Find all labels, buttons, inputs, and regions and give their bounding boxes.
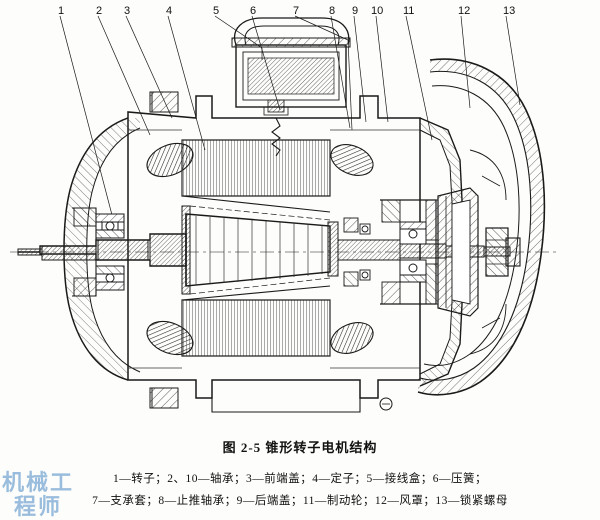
callout-number: 2 <box>96 5 103 17</box>
callout-number: 3 <box>124 5 131 17</box>
callout-number: 7 <box>293 5 300 17</box>
callout-number: 6 <box>250 5 257 17</box>
callout-number: 12 <box>458 5 471 17</box>
callout-number: 10 <box>371 5 384 17</box>
callout-number: 4 <box>166 5 173 17</box>
callout-number: 8 <box>329 5 336 17</box>
figure-legend-line-1: 1—转子；2、10—轴承；3—前端盖；4—定子；5—接线盒；6—压簧； <box>113 473 487 485</box>
figure-legend-line-2: 7—支承套；8—止推轴承；9—后端盖；11—制动轮；12—风罩；13—锁紧螺母 <box>92 495 508 507</box>
callout-number: 11 <box>403 5 415 17</box>
callout-number: 13 <box>503 5 516 17</box>
callout-number: 1 <box>58 5 65 17</box>
figure-caption: 图 2-5 锥形转子电机结构 <box>222 440 378 455</box>
motor-cross-section-drawing <box>10 15 560 413</box>
callout-number: 5 <box>213 5 220 17</box>
callout-number: 9 <box>352 5 359 17</box>
